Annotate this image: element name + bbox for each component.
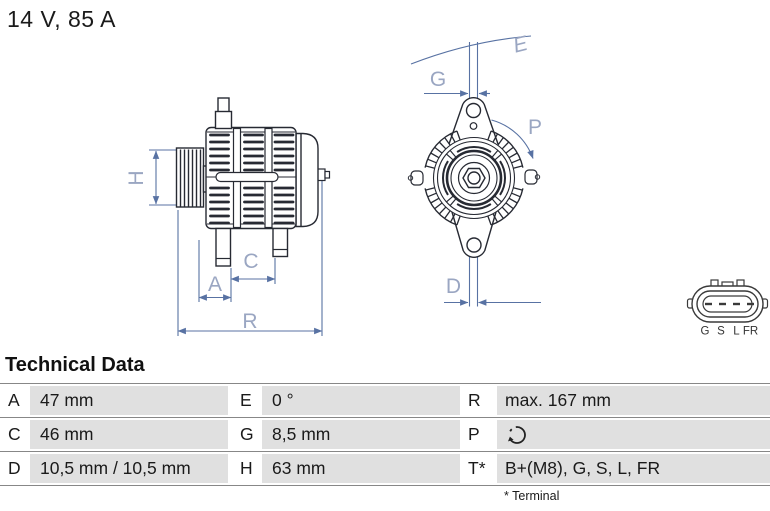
front-view-dimensions: [410, 35, 541, 307]
spec-value: 47 mm: [30, 386, 228, 415]
spec-value: 8,5 mm: [262, 420, 460, 449]
technical-data-table: A 47 mm E 0 ° R max. 167 mm C 46 mm G 8,…: [0, 383, 770, 486]
dim-label-h: H: [125, 170, 148, 185]
technical-drawings: H A C R: [125, 32, 769, 338]
voltage-amperage-rating: 14 V, 85 A: [7, 6, 117, 32]
alternator-side-view: [175, 97, 331, 267]
spec-value: max. 167 mm: [497, 386, 770, 415]
spec-value: 10,5 mm / 10,5 mm: [30, 454, 228, 483]
dim-label-g: G: [430, 68, 446, 91]
spec-value: 0 °: [262, 386, 460, 415]
connector-diagram: [686, 279, 769, 323]
dim-label-p: P: [528, 116, 542, 139]
spec-key: D: [0, 454, 30, 483]
spec-key: T*: [460, 454, 497, 483]
spec-key: H: [228, 454, 262, 483]
table-row: A 47 mm E 0 ° R max. 167 mm: [0, 384, 770, 418]
dim-label-d: D: [446, 275, 461, 298]
pin-label-l: L: [733, 326, 740, 338]
spec-key: G: [228, 420, 262, 449]
connector-pin-labels: G S L FR: [701, 326, 759, 338]
terminal-footnote: * Terminal: [504, 489, 560, 503]
table-row: D 10,5 mm / 10,5 mm H 63 mm T* B+(M8), G…: [0, 452, 770, 486]
spec-value: 63 mm: [262, 454, 460, 483]
spec-key: A: [0, 386, 30, 415]
pin-label-s: S: [717, 326, 725, 338]
clockwise-rotation-icon: [508, 425, 526, 444]
spec-key: E: [228, 386, 262, 415]
table-row: C 46 mm G 8,5 mm P: [0, 418, 770, 452]
spec-value: 46 mm: [30, 420, 228, 449]
side-view-dimensions: [149, 149, 323, 336]
pin-label-g: G: [701, 326, 710, 338]
technical-data-title: Technical Data: [5, 354, 145, 376]
dim-label-r: R: [242, 310, 257, 333]
dim-label-e: E: [511, 32, 531, 58]
alternator-front-view: [407, 97, 541, 258]
dim-label-c: C: [243, 250, 258, 273]
spec-key: R: [460, 386, 497, 415]
rotation-direction-cell: [497, 420, 770, 449]
spec-key: P: [460, 420, 497, 449]
dim-label-a: A: [208, 273, 222, 296]
pin-label-fr: FR: [743, 326, 758, 338]
spec-key: C: [0, 420, 30, 449]
spec-value: B+(M8), G, S, L, FR: [497, 454, 770, 483]
